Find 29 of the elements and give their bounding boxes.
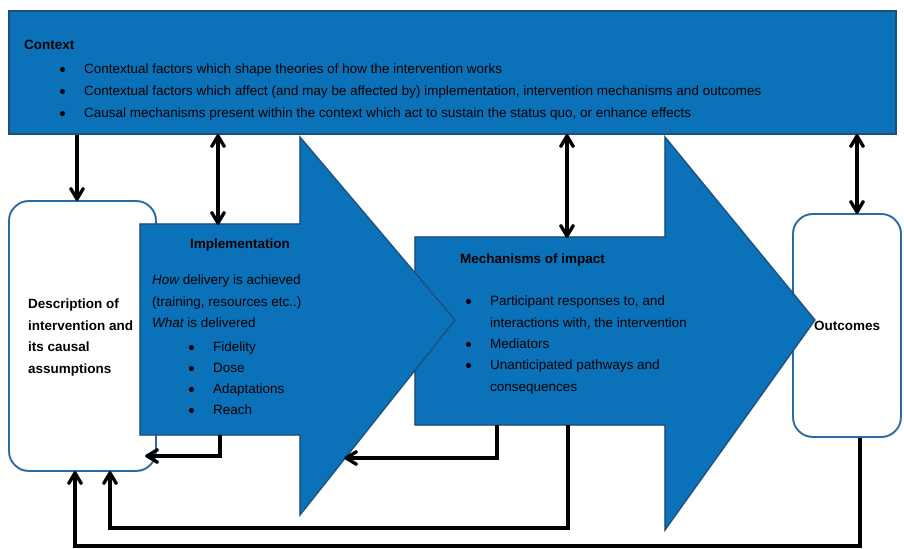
arrow [145, 435, 222, 464]
process-box [792, 213, 902, 438]
bullet-text: Unanticipated pathways and consequences [490, 356, 661, 396]
arrow [69, 135, 85, 201]
bullet-text: Contextual factors which shape theories of how the intervention works [84, 60, 503, 78]
bullet-text: Fidelity [213, 338, 257, 356]
bullet-text: Adaptations [213, 380, 286, 398]
arrow [67, 438, 862, 548]
arrow [210, 134, 226, 225]
bullet-text: Mediators [490, 335, 550, 353]
arrow [344, 425, 499, 466]
context-panel [8, 10, 897, 135]
body-text: How delivery is achieved (training, resources etc..) [152, 271, 302, 311]
arrow-heading: Mechanisms of impact [460, 250, 606, 268]
stage-panel [415, 137, 815, 530]
bullet-text: Contextual factors which affect (and may be affected by) implementation, intervention mechanisms and outcomes [84, 82, 762, 100]
bullet-text: Participant responses to, and interactions with, the intervention [490, 292, 688, 332]
bullet-text: Reach [213, 401, 254, 419]
arrow [849, 134, 865, 214]
box-label: Outcomes [812, 316, 882, 334]
arrow-heading: Implementation [190, 235, 291, 253]
arrow [102, 425, 570, 530]
bullet-text: Dose [213, 359, 246, 377]
box-label: Description of intervention and its causal assumptions [28, 295, 134, 378]
body-text: What is delivered [152, 314, 257, 332]
arrow [559, 134, 575, 238]
bullet-text: Causal mechanisms present within the context which act to sustain the status quo, or enhance effects [84, 104, 692, 122]
stage-panel [140, 137, 455, 515]
panel-heading: Context [24, 36, 76, 54]
